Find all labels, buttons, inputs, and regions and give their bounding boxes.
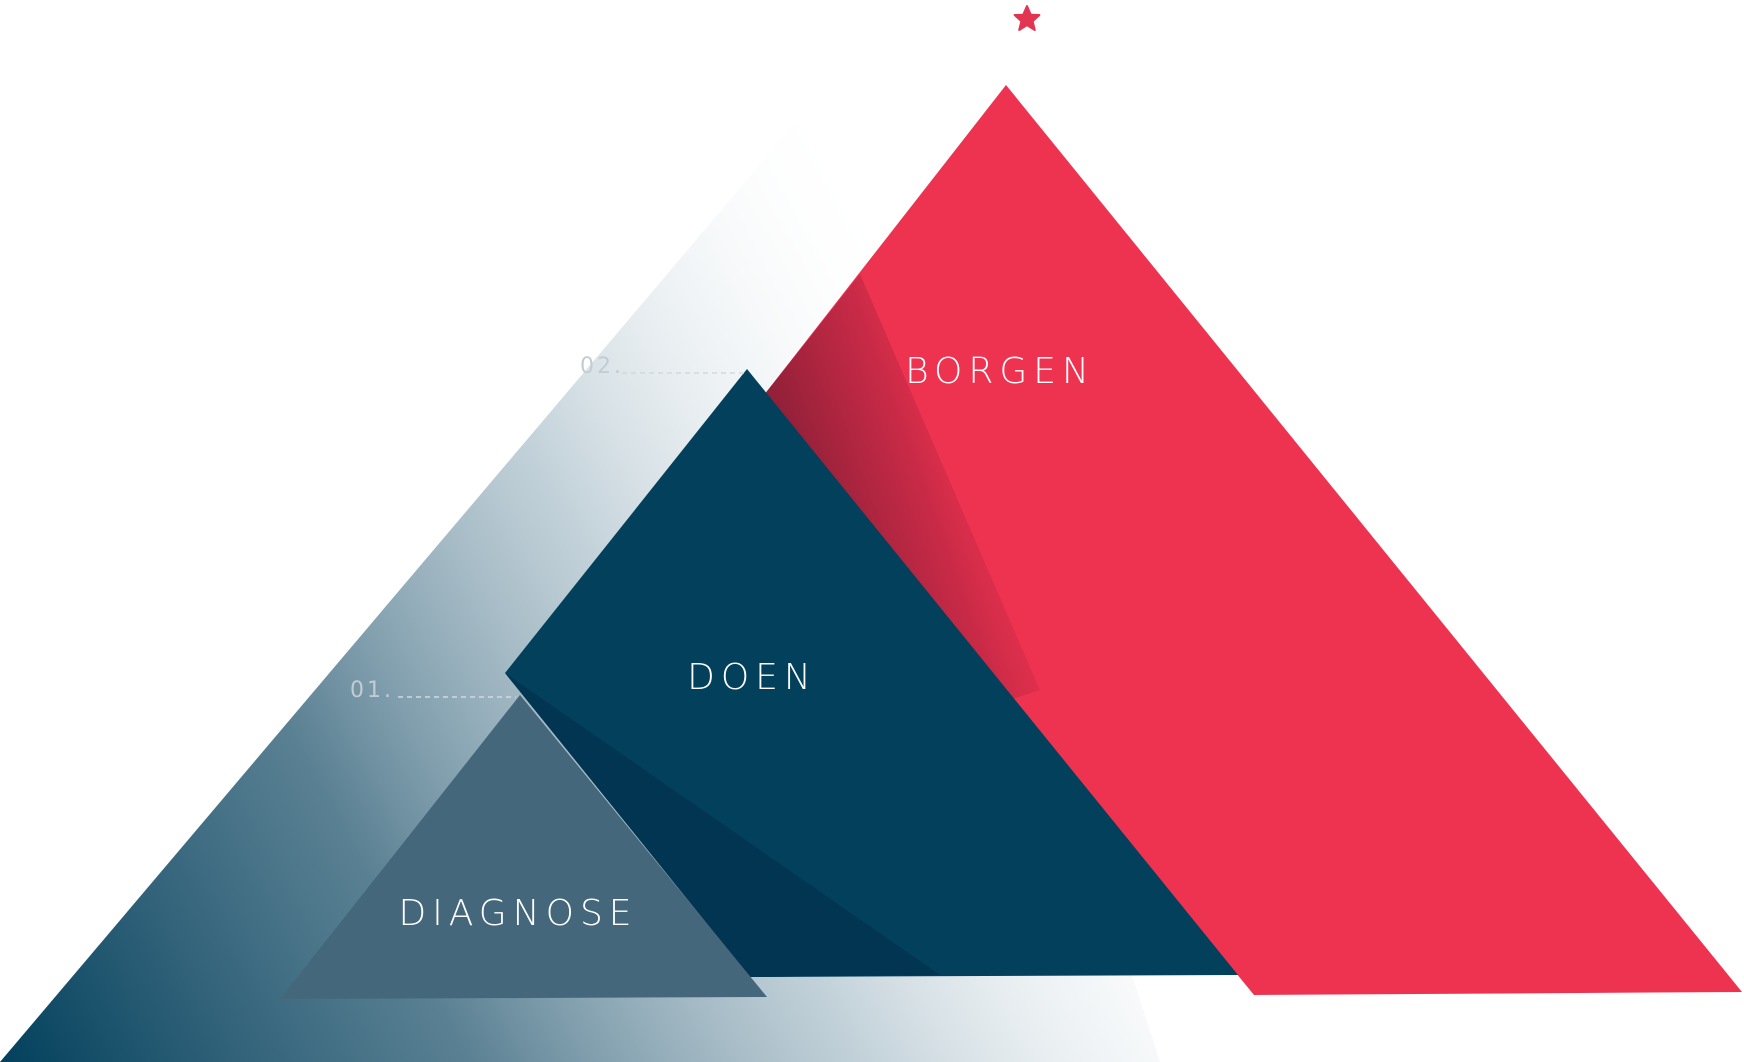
- step-number-02: 02.: [580, 354, 624, 379]
- diagnose-triangle: [280, 695, 767, 999]
- step-number-01: 01.: [350, 678, 394, 703]
- label-doen: DOEN: [687, 657, 817, 698]
- label-borgen: BORGEN: [905, 351, 1095, 392]
- doen-fold: [505, 673, 940, 977]
- star-icon: [1013, 5, 1041, 31]
- label-diagnose: DIAGNOSE: [398, 893, 637, 934]
- borgen-shadow: [764, 274, 1040, 700]
- borgen-triangle: [764, 85, 1742, 995]
